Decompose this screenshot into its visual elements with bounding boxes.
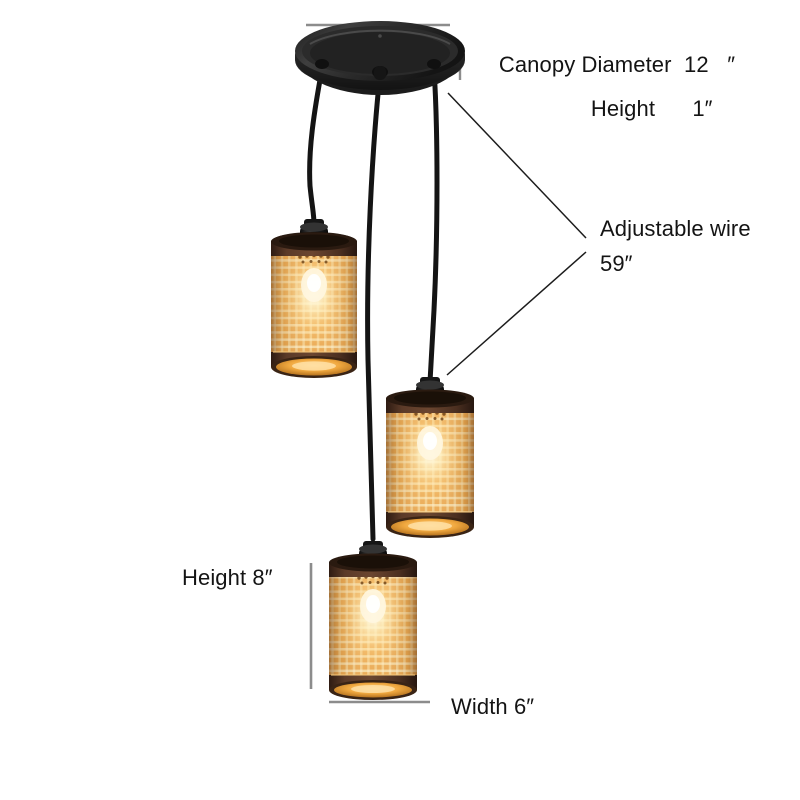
cord-lower-lamp <box>365 71 383 542</box>
cord-upper-lamp <box>307 66 325 227</box>
pendant-lamp-middle <box>386 377 474 538</box>
pendant-lamp-lower <box>329 541 417 700</box>
canopy-diameter-label: Canopy Diameter 12 ″ <box>474 26 735 104</box>
lamp-shade-lower <box>329 553 417 700</box>
canopy-diameter-unit: ″ <box>727 52 736 77</box>
adjustable-wire-label: Adjustable wire <box>600 216 751 241</box>
leader-line-canopy-to-wire-label <box>447 92 587 239</box>
canopy-height-label: Height 1″ <box>566 70 713 148</box>
lamp-shade-upper <box>271 232 357 378</box>
shade-width-label: Width 6″ <box>451 694 535 719</box>
lamp-shade-middle <box>386 389 474 538</box>
canopy-diameter-label-text: Canopy Diameter <box>498 52 672 77</box>
canopy-height-label-text: Height <box>590 96 656 121</box>
pendant-lamp-upper <box>271 219 357 378</box>
canopy-diameter-value: 12 <box>683 52 709 77</box>
cord-middle-lamp <box>427 66 440 385</box>
leader-line-socket-to-wire-label <box>446 251 587 376</box>
shade-height-label: Height 8″ <box>182 565 273 590</box>
ceiling-canopy <box>295 21 465 95</box>
canopy-height-value: 1″ <box>692 96 713 121</box>
adjustable-wire-value: 59″ <box>600 251 633 276</box>
